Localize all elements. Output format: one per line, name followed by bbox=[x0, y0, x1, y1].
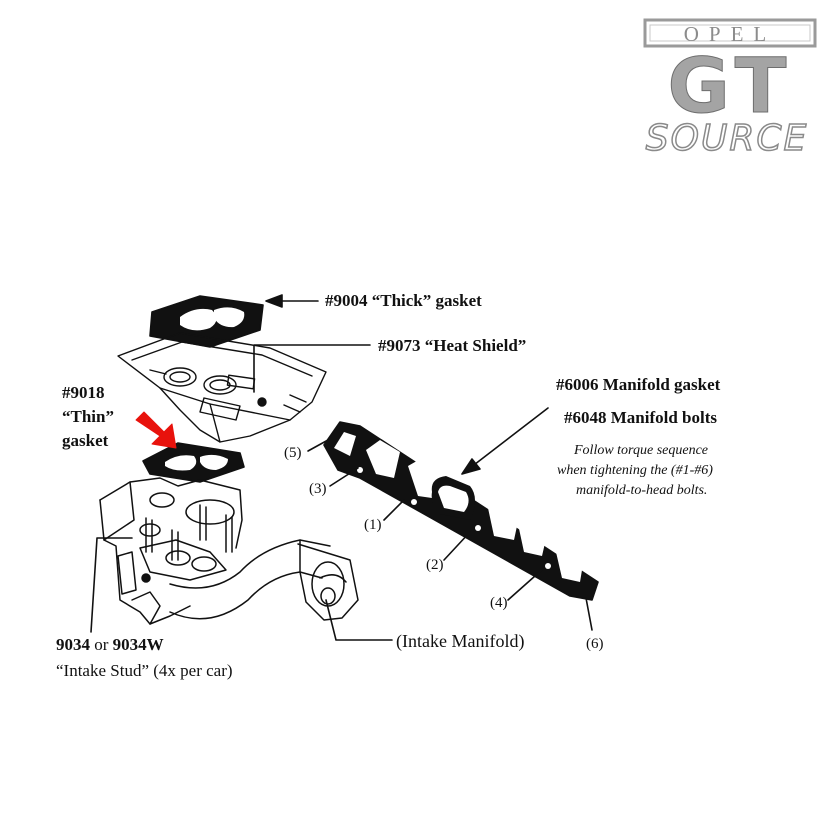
logo-source-text: SOURCE bbox=[646, 118, 808, 159]
highlight-arrow-thin-gasket bbox=[135, 411, 177, 449]
intake-manifold-drawing bbox=[99, 477, 359, 625]
bolt-sequence-4: (4) bbox=[490, 595, 508, 611]
stud-part-or: or bbox=[94, 635, 109, 654]
label-intake-stud-line2: “Intake Stud” (4x per car) bbox=[56, 661, 233, 680]
label-torque-line2: when tightening the (#1-#6) bbox=[557, 463, 713, 478]
label-torque-line1: Follow torque sequence bbox=[574, 443, 709, 458]
thick-gasket-drawing bbox=[149, 295, 264, 348]
logo-opel-frame bbox=[643, 18, 817, 48]
bolt-sequence-6: (6) bbox=[586, 636, 604, 652]
stud-part-b: 9034W bbox=[112, 635, 164, 654]
label-torque-line3: manifold-to-head bolts. bbox=[576, 483, 708, 498]
label-intake-manifold: (Intake Manifold) bbox=[396, 631, 525, 651]
label-manifold-gasket: #6006 Manifold gasket bbox=[556, 375, 721, 394]
opel-gt-source-logo: OPEL GT SOURCE bbox=[643, 18, 817, 160]
manifold-gasket-drawing bbox=[323, 421, 599, 601]
label-thin-gasket-line2: “Thin” bbox=[62, 407, 114, 426]
leader-lines bbox=[90, 294, 593, 641]
thin-gasket-drawing bbox=[142, 442, 245, 483]
label-heat-shield: #9073 “Heat Shield” bbox=[378, 336, 527, 355]
label-intake-stud-line1: 9034 or 9034W bbox=[56, 636, 164, 653]
label-manifold-bolts: #6048 Manifold bolts bbox=[564, 408, 718, 427]
bolt-sequence-2: (2) bbox=[426, 557, 444, 573]
stud-part-a: 9034 bbox=[56, 635, 90, 654]
label-thin-gasket-line3: gasket bbox=[62, 431, 109, 450]
label-thick-gasket: #9004 “Thick” gasket bbox=[325, 291, 482, 310]
logo-gt-text: GT bbox=[668, 41, 793, 130]
bolt-sequence-5: (5) bbox=[284, 445, 302, 461]
bolt-sequence-3: (3) bbox=[309, 481, 327, 497]
label-thin-gasket-line1: #9018 bbox=[62, 383, 105, 402]
logo-opel-text: OPEL bbox=[684, 22, 777, 46]
bolt-sequence-1: (1) bbox=[364, 517, 382, 533]
